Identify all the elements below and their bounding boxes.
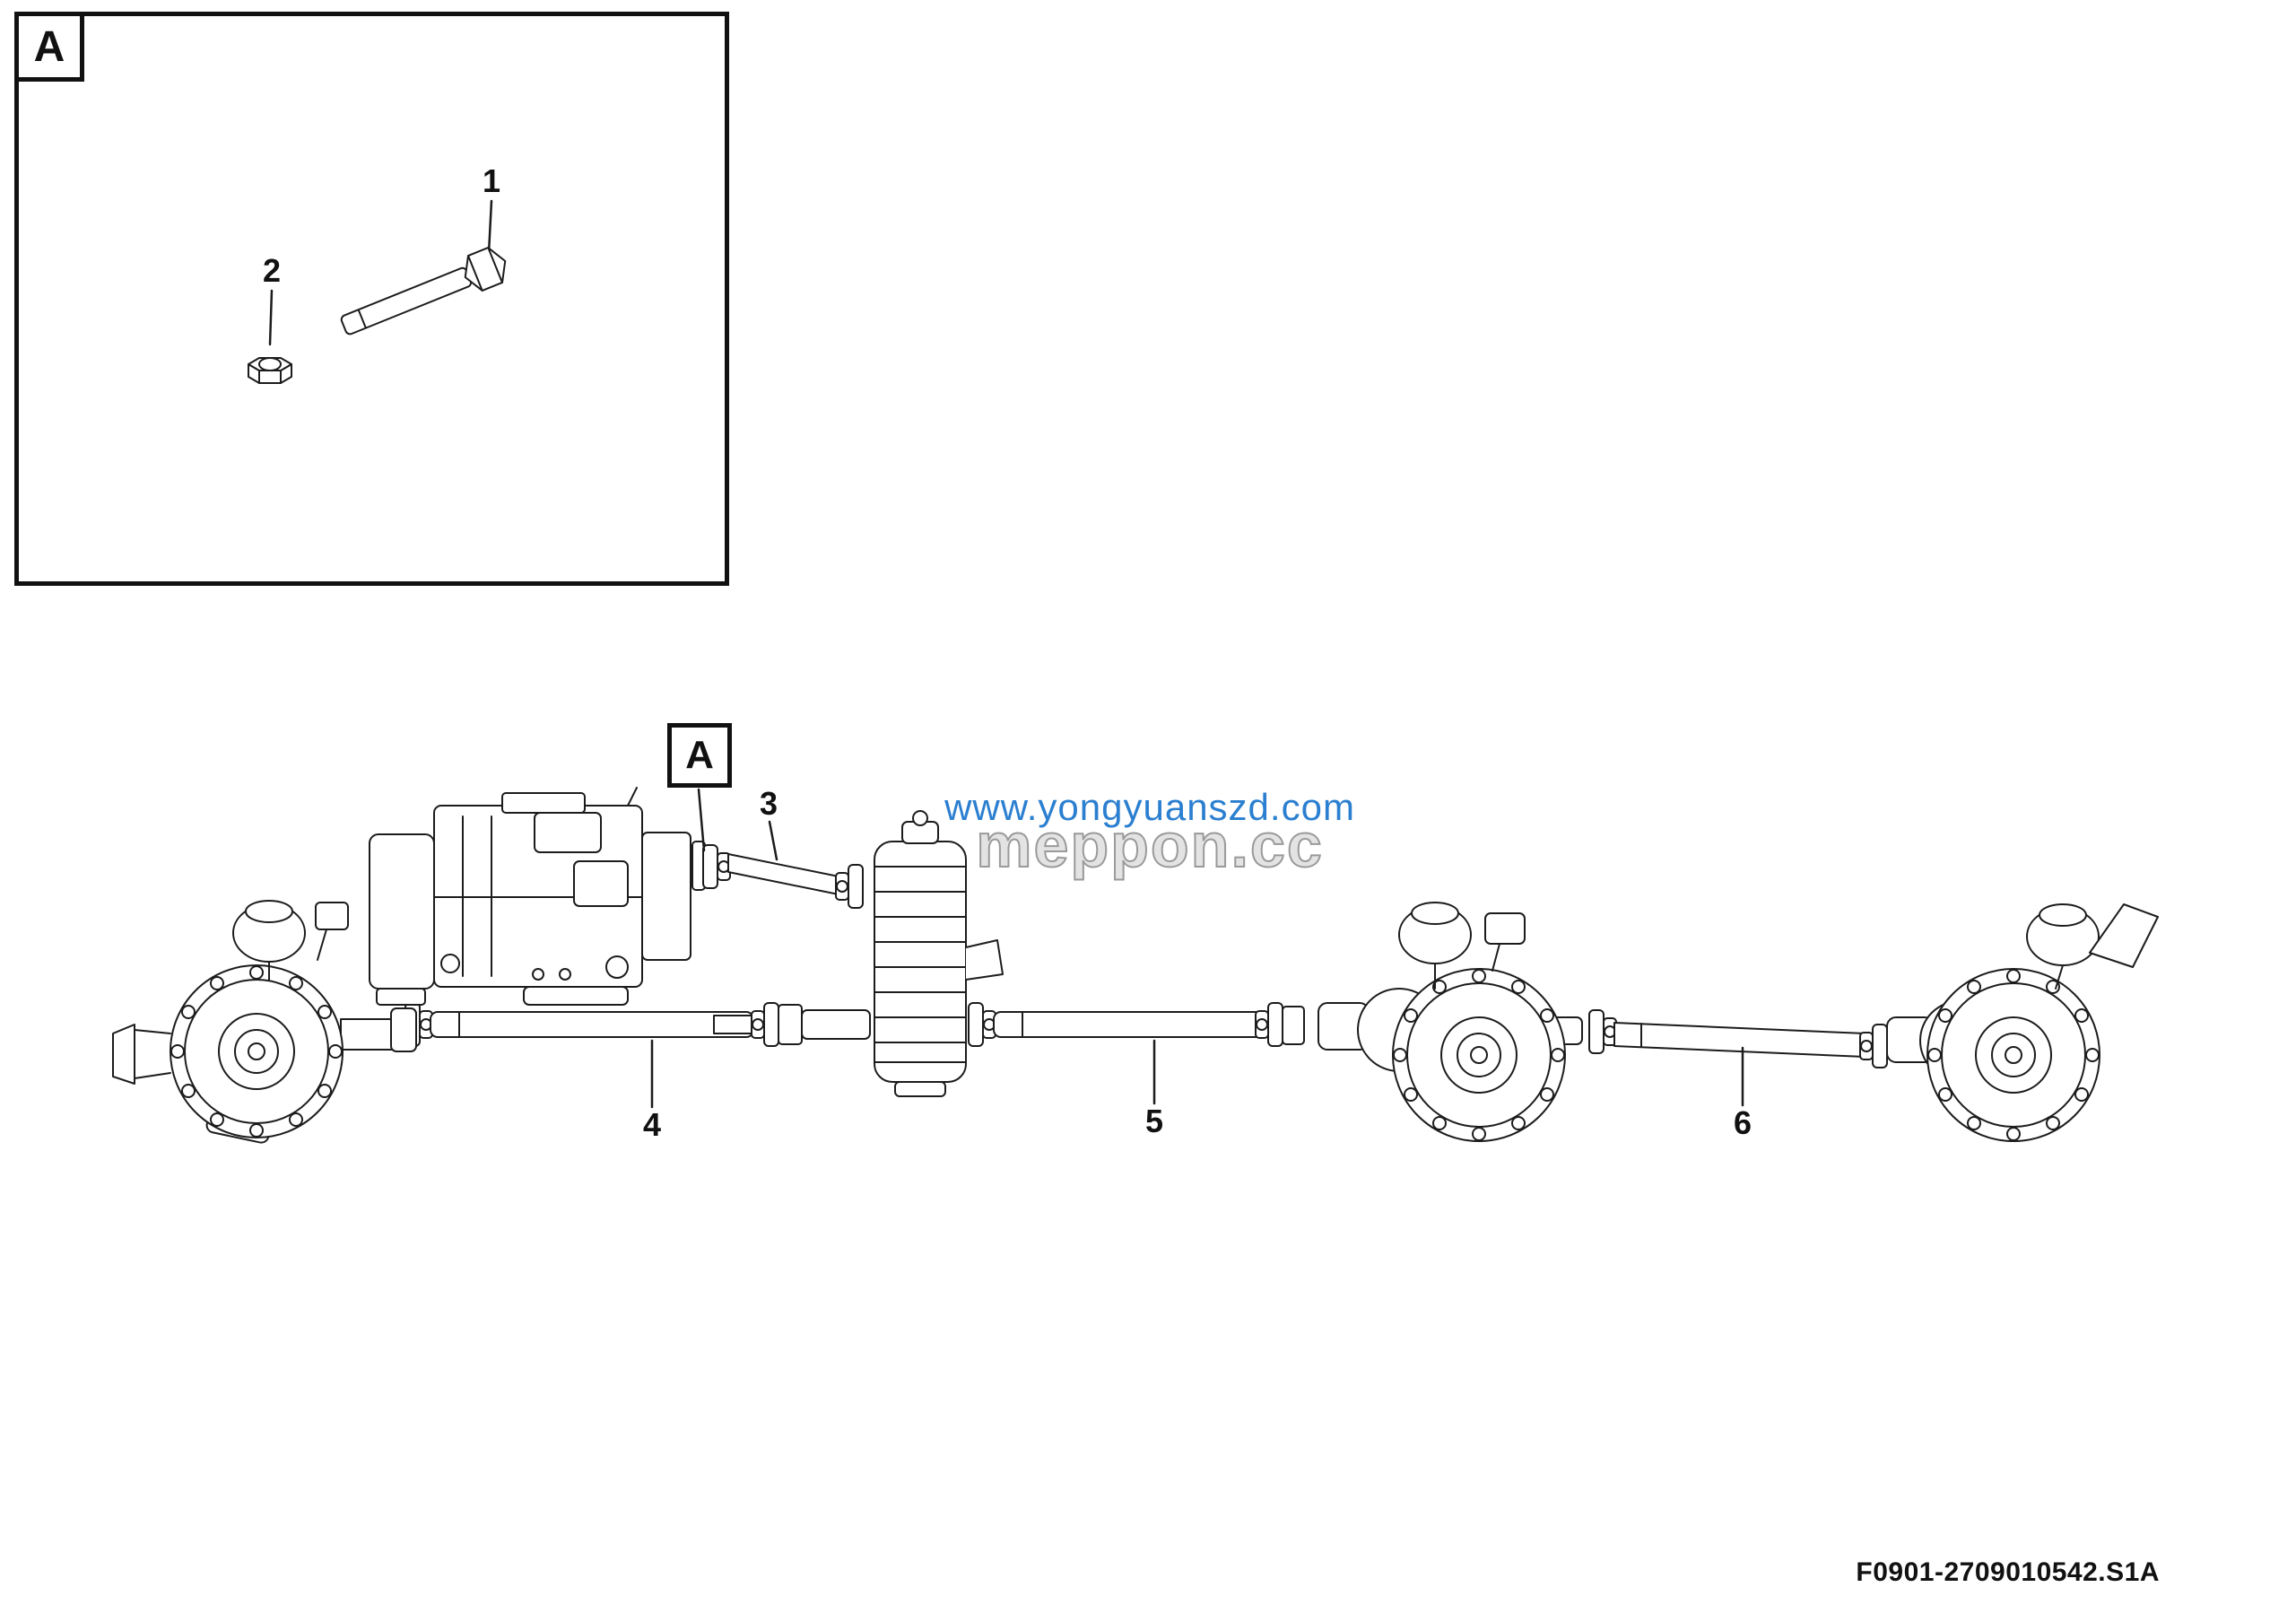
propeller-shaft-6: [1588, 1009, 1888, 1068]
callout-5: 5: [1144, 1103, 1164, 1139]
watermark-brand-text: meppon.cc: [975, 809, 1324, 881]
section-a-label: A: [667, 723, 732, 788]
rear-axle: [1886, 903, 2159, 1142]
transmission: [369, 787, 691, 1006]
callout-1: 1: [482, 162, 501, 199]
front-axle: [112, 900, 417, 1144]
detail-box-label: A: [14, 12, 84, 82]
leader-lines: [650, 788, 1744, 1109]
propeller-shaft-4: [404, 1002, 871, 1047]
detail-inset-box: [14, 12, 729, 586]
propeller-shaft-5: [968, 1002, 1305, 1047]
callout-4: 4: [642, 1106, 662, 1143]
callout-6: 6: [1733, 1104, 1752, 1141]
middle-axle: [1318, 902, 1583, 1142]
callout-3: 3: [759, 785, 778, 822]
callout-2: 2: [262, 252, 282, 289]
nut-illustration: [248, 289, 292, 384]
part-number: F0901-2709010542.S1A: [1856, 1557, 2160, 1587]
propeller-shaft-3: [691, 841, 864, 909]
bolt-illustration: [340, 199, 507, 336]
transfer-case: [874, 810, 1004, 1097]
watermark-url-text: www.yongyuanszd.com: [944, 786, 1355, 828]
